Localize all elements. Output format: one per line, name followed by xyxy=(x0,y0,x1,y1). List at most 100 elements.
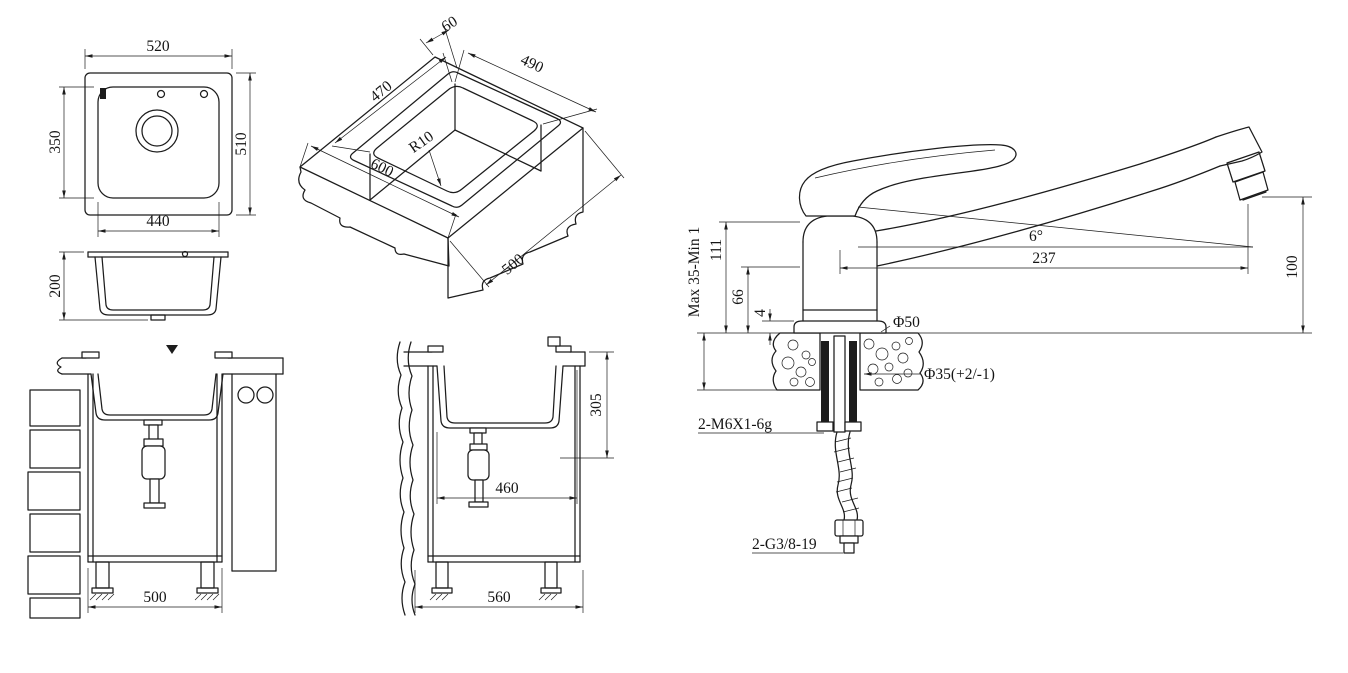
dim-305-label: 305 xyxy=(588,393,605,417)
side-drawer-unit xyxy=(231,373,277,572)
dim-440-label: 440 xyxy=(146,213,170,230)
dim-4-label: 4 xyxy=(752,309,769,317)
dim-stud-thread-label: 2-M6X1-6g xyxy=(698,416,772,433)
wall-blocks xyxy=(27,389,81,619)
dim-111-label: 111 xyxy=(708,239,725,261)
drain-trap-assembly-s xyxy=(467,427,490,508)
flexible-hose xyxy=(833,431,864,554)
stud-nut-right xyxy=(844,421,862,432)
dim-stud-thread-group: 2-M6X1-6g xyxy=(698,416,824,434)
dim-mounting-label: Max 35-Min 1 xyxy=(686,227,703,317)
spout-bottom-edge xyxy=(876,165,1221,267)
mounting-hardware xyxy=(816,335,862,433)
knob-1 xyxy=(237,386,255,404)
drain-outer-circle xyxy=(135,109,179,153)
dim-350-group: 350 xyxy=(47,86,94,199)
dim-305-group: 305 xyxy=(560,351,614,459)
overflow-mark xyxy=(100,88,106,99)
countertop-front-face-torn xyxy=(298,166,450,267)
dim-200-group: 200 xyxy=(47,251,148,321)
cabinet-front-section-view: 500 xyxy=(27,345,284,619)
dim-520-group: 520 xyxy=(84,38,233,69)
faucet-handle-lever xyxy=(798,144,1017,217)
stone-texture xyxy=(781,337,913,387)
dim-560-label: 560 xyxy=(487,589,511,606)
sink-profile-view: 200 xyxy=(47,250,229,321)
hose-tail xyxy=(843,542,855,554)
dim-490-label: 490 xyxy=(518,51,546,76)
stud-nut-left xyxy=(816,421,834,432)
profile-bowl-outer xyxy=(94,256,222,316)
faucet-body-dome xyxy=(802,215,878,243)
dim-600-label: 600 xyxy=(368,155,397,181)
dim-470-group: 470 xyxy=(331,52,453,153)
faucet-mount-stub xyxy=(547,336,561,347)
cabinet-side-section-view: 305 460 560 xyxy=(396,336,614,616)
spout-head xyxy=(1215,126,1263,167)
dim-560-group: 560 xyxy=(414,570,584,613)
counter-section-right xyxy=(859,332,924,391)
dim-r10-group: R10 xyxy=(406,128,442,187)
knob-2 xyxy=(256,386,274,404)
hose-hex-nut xyxy=(834,519,864,537)
dim-hole-dia-group: Φ35(+2/-1) xyxy=(864,366,995,383)
sink-bowl-outline xyxy=(97,86,220,199)
dim-510-label: 510 xyxy=(233,132,250,156)
dim-200-label: 200 xyxy=(47,274,64,298)
dim-base-dia-label: Φ50 xyxy=(893,314,920,331)
faucet-side-view: 6° 237 Max 35-Min 1 111 66 4 xyxy=(686,126,1312,554)
profile-drain xyxy=(150,314,166,321)
dim-hole-dia-label: Φ35(+2/-1) xyxy=(924,366,995,383)
dim-460-group: 460 xyxy=(436,370,578,504)
dim-hose-thread-group: 2-G3/8-19 xyxy=(752,536,843,554)
sink-rim-left-s xyxy=(427,345,444,353)
dim-350-label: 350 xyxy=(47,130,64,154)
dim-base-dia-group: Φ50 xyxy=(880,314,920,333)
bowl-inner-wall xyxy=(97,373,217,416)
dim-66-group: 66 xyxy=(730,266,800,333)
faucet-base xyxy=(793,320,887,334)
counter-section-left xyxy=(771,332,821,391)
sink-isometric-view: 60 490 470 R10 600 500 xyxy=(298,13,625,299)
dim-470-label: 470 xyxy=(367,77,396,105)
spout-collar xyxy=(1226,151,1266,183)
profile-bowl-inner xyxy=(101,256,215,311)
spout-top-edge xyxy=(875,136,1217,232)
dim-hose-thread-label: 2-G3/8-19 xyxy=(752,536,817,553)
dim-460-label: 460 xyxy=(495,480,519,497)
bowl-outer-wall-s xyxy=(436,365,564,429)
dim-500-front-group: 500 xyxy=(87,568,223,613)
dim-237-label: 237 xyxy=(1032,250,1056,267)
dim-111-group: 111 xyxy=(708,221,800,333)
dim-440-group: 440 xyxy=(97,202,220,237)
sink-top-view: 520 510 440 350 xyxy=(47,38,256,237)
dim-4-group: 4 xyxy=(752,309,794,345)
dim-mounting-group: Max 35-Min 1 xyxy=(686,227,706,390)
cabinet-box-s xyxy=(427,365,581,563)
wall-torn-edge-2 xyxy=(407,341,416,616)
level-triangle-symbol xyxy=(166,345,178,354)
hose-collar xyxy=(839,535,859,544)
stud-left xyxy=(821,341,829,426)
cabinet-box xyxy=(87,373,223,563)
bowl-inner-wall-s xyxy=(443,365,557,424)
dim-520-label: 520 xyxy=(146,38,170,55)
profile-faucet-hole xyxy=(181,250,189,258)
stud-right xyxy=(849,341,857,426)
dim-237-group: 237 xyxy=(839,204,1249,274)
faucet-hole-1 xyxy=(156,89,166,99)
dim-600-group: 600 xyxy=(299,142,460,239)
dim-66-label: 66 xyxy=(730,289,747,305)
counter-torn-edge xyxy=(56,357,63,375)
bowl-outer-wall xyxy=(90,373,224,421)
cabinet-feet xyxy=(89,561,220,601)
sink-rim-left xyxy=(81,351,100,359)
dim-100-label: 100 xyxy=(1284,255,1301,279)
drain-inner-circle xyxy=(141,115,173,147)
sink-rim-right-s xyxy=(555,345,572,353)
cabinet-feet-s xyxy=(429,561,562,601)
dim-r10-label: R10 xyxy=(406,128,437,157)
drain-trap-assembly xyxy=(141,419,166,509)
dim-500-iso-group: 500 xyxy=(449,130,625,288)
